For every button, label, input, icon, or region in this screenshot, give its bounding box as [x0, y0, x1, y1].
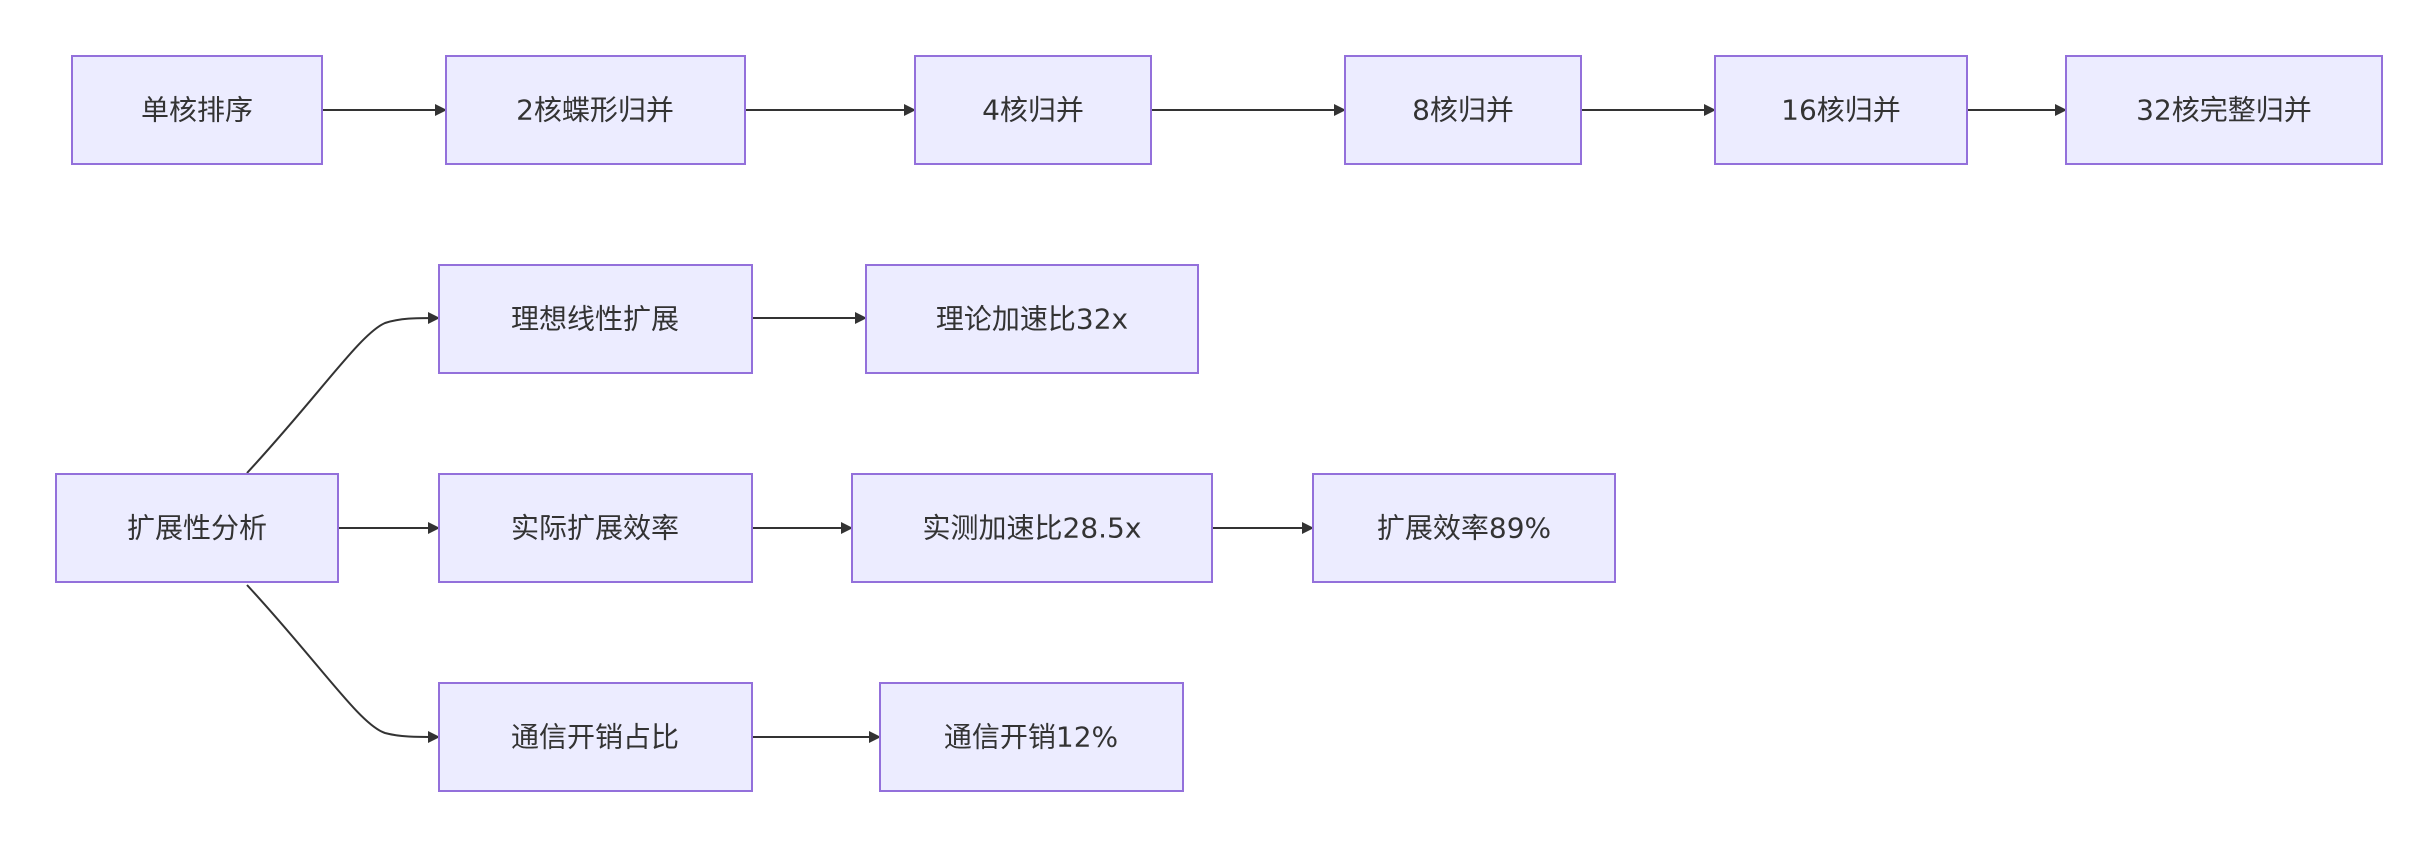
edge-analysis-to-comm: [246, 584, 440, 743]
node-16core-merge-label: 16核归并: [1781, 94, 1901, 127]
node-8core-merge-label: 8核归并: [1412, 94, 1514, 127]
node-single-core-sort: 单核排序: [71, 55, 323, 165]
node-scaling-efficiency-value-label: 扩展效率89%: [1377, 512, 1551, 545]
node-8core-merge: 8核归并: [1344, 55, 1582, 165]
node-communication-overhead-value: 通信开销12%: [879, 682, 1184, 792]
edge-analysis-to-ideal: [246, 312, 440, 474]
node-communication-overhead-value-label: 通信开销12%: [944, 721, 1118, 754]
node-2core-butterfly-merge: 2核蝶形归并: [445, 55, 746, 165]
node-ideal-linear-scaling: 理想线性扩展: [438, 264, 753, 374]
node-actual-scaling-efficiency: 实际扩展效率: [438, 473, 753, 583]
node-communication-overhead-ratio-label: 通信开销占比: [511, 721, 679, 754]
node-actual-scaling-efficiency-label: 实际扩展效率: [511, 512, 679, 545]
node-single-core-sort-label: 单核排序: [141, 94, 253, 127]
node-scaling-efficiency-value: 扩展效率89%: [1312, 473, 1616, 583]
node-4core-merge: 4核归并: [914, 55, 1152, 165]
node-32core-full-merge-label: 32核完整归并: [2136, 94, 2312, 127]
node-communication-overhead-ratio: 通信开销占比: [438, 682, 753, 792]
node-32core-full-merge: 32核完整归并: [2065, 55, 2383, 165]
node-4core-merge-label: 4核归并: [982, 94, 1084, 127]
node-16core-merge: 16核归并: [1714, 55, 1968, 165]
node-ideal-linear-scaling-label: 理想线性扩展: [511, 303, 679, 336]
node-theoretical-speedup-label: 理论加速比32x: [936, 303, 1128, 336]
node-scalability-analysis: 扩展性分析: [55, 473, 339, 583]
node-scalability-analysis-label: 扩展性分析: [127, 512, 267, 545]
node-theoretical-speedup: 理论加速比32x: [865, 264, 1199, 374]
node-2core-butterfly-merge-label: 2核蝶形归并: [516, 94, 674, 127]
edges-analysis: [246, 312, 1314, 743]
node-measured-speedup: 实测加速比28.5x: [851, 473, 1213, 583]
node-measured-speedup-label: 实测加速比28.5x: [923, 512, 1142, 545]
